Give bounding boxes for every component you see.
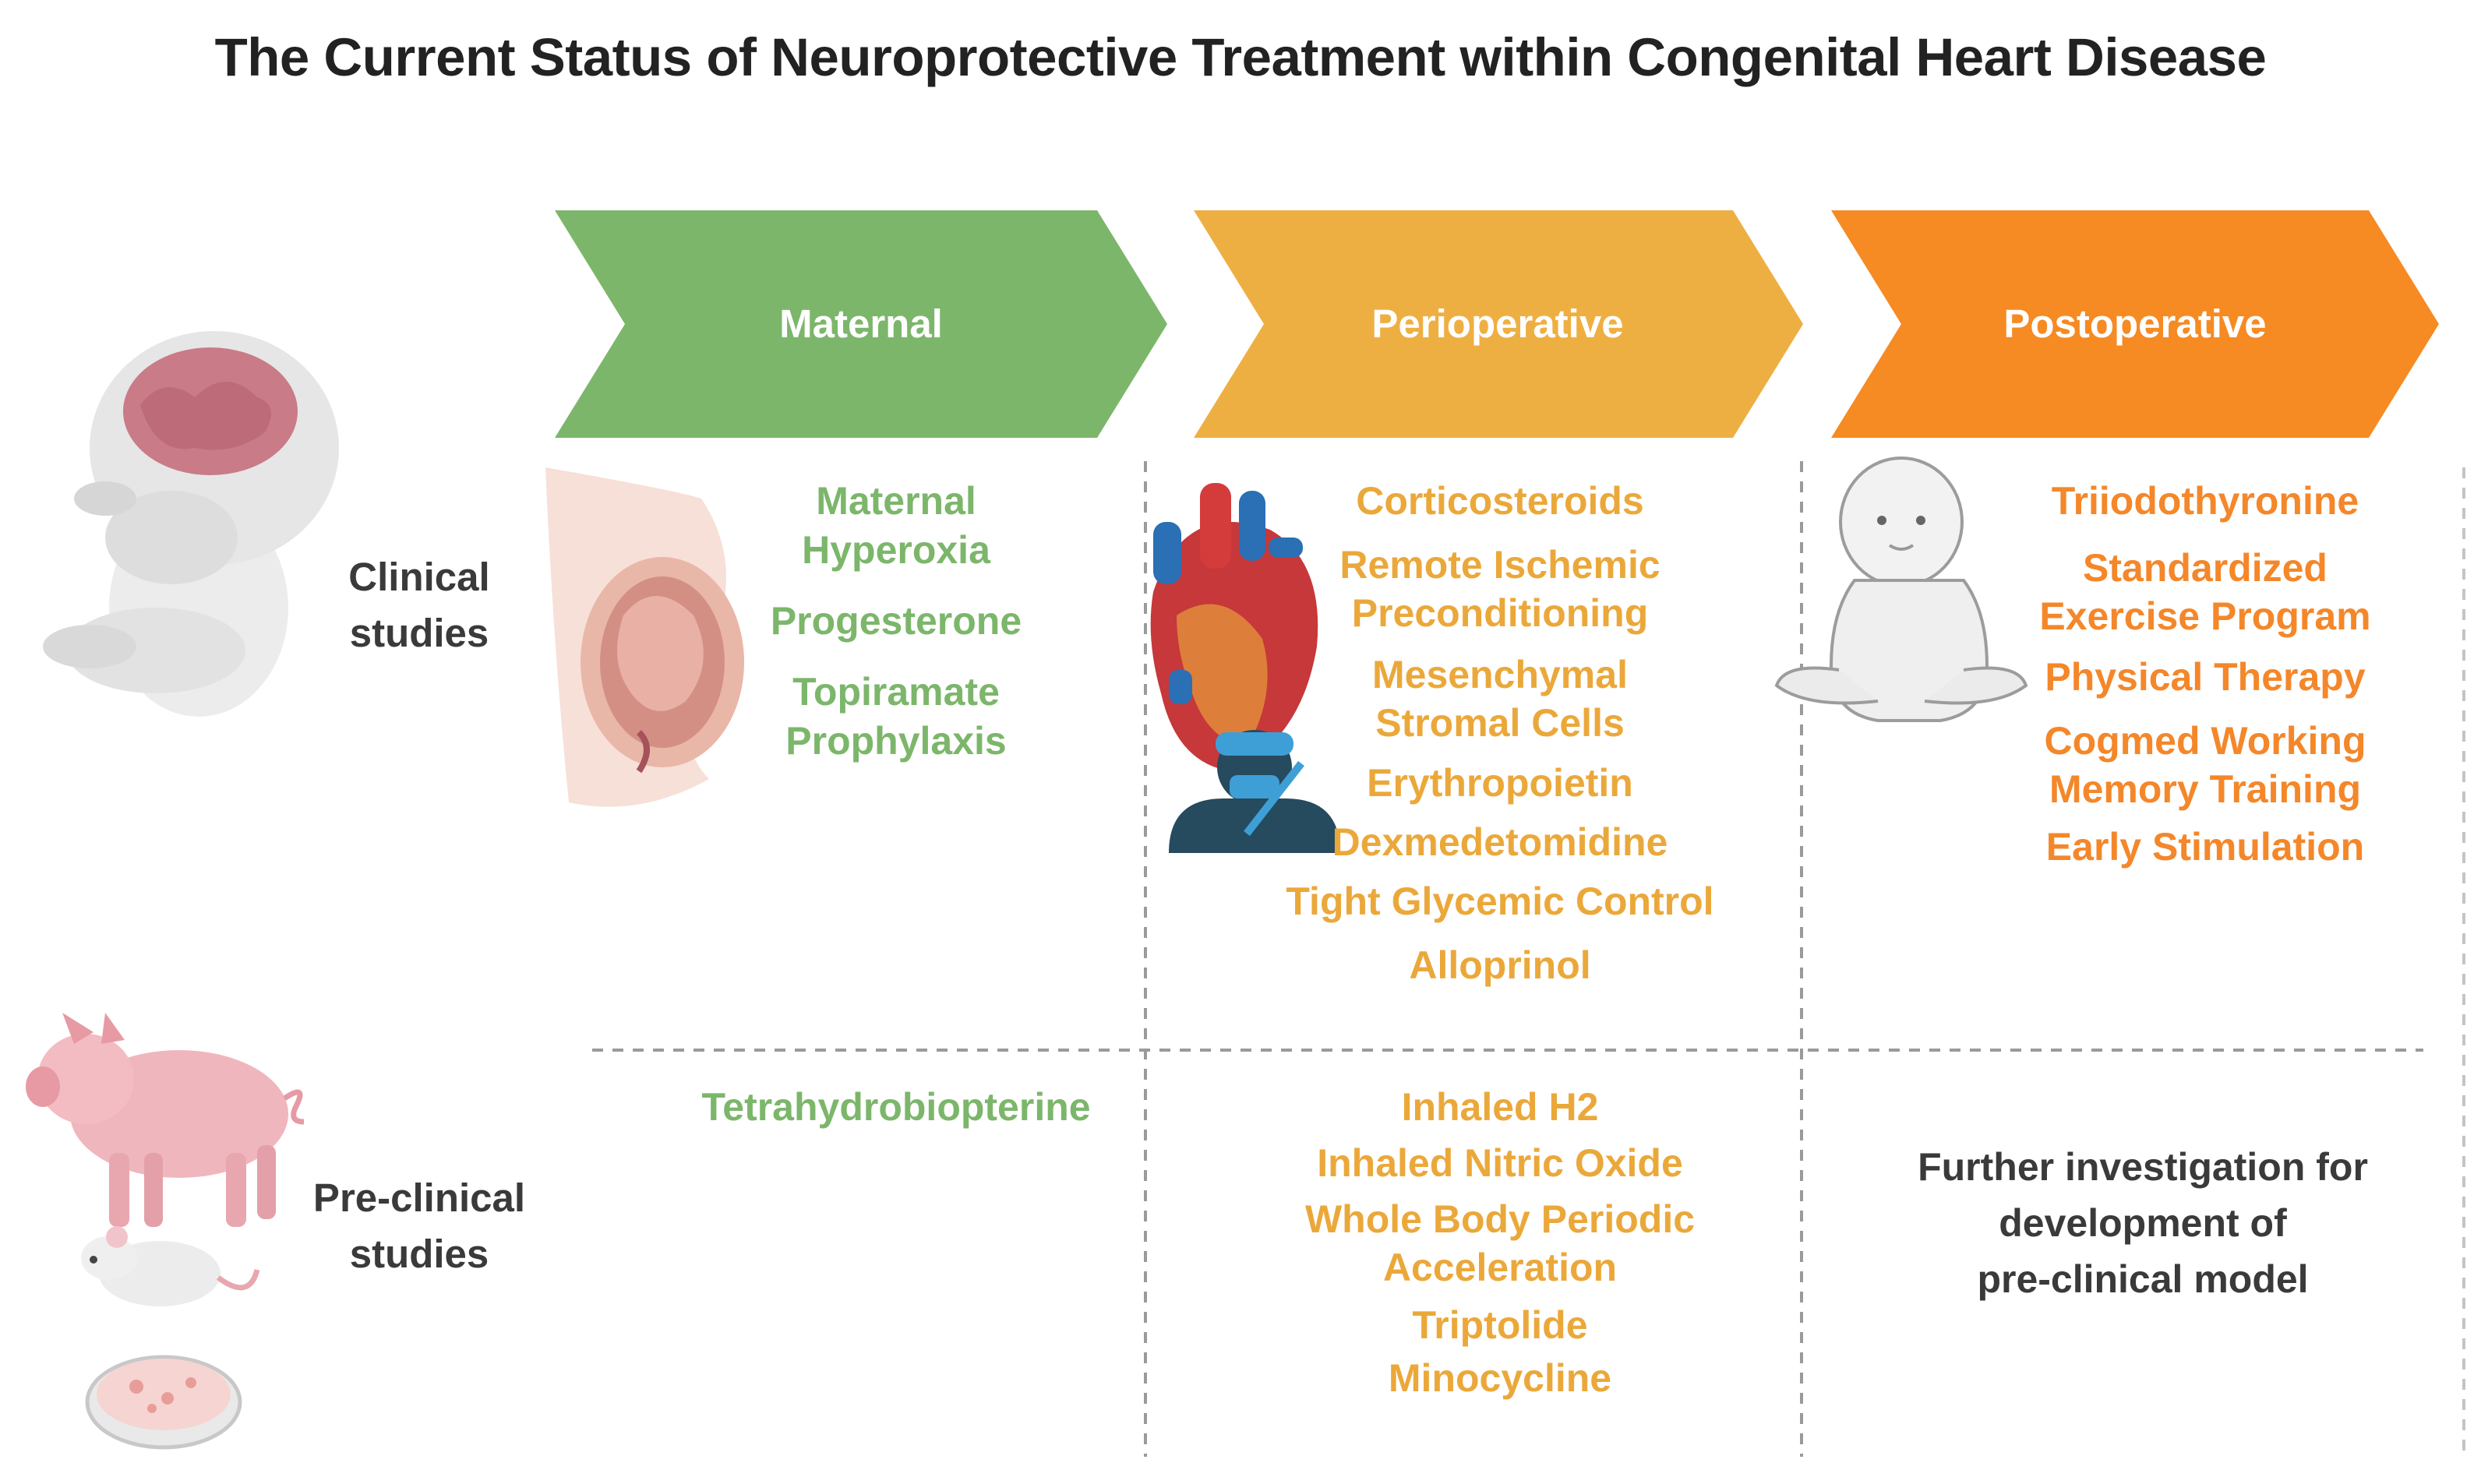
list-item: Triptolide [1412, 1303, 1588, 1347]
pig-icon [26, 1013, 305, 1227]
clinical-perioperative-list: Corticosteroids Remote Ischemic Precondi… [1251, 477, 1749, 989]
list-item: Corticosteroids [1356, 479, 1644, 523]
list-item: Remote Ischemic Preconditioning [1339, 543, 1660, 635]
preclinical-perioperative-list: Inhaled H2 Inhaled Nitric Oxide Whole Bo… [1251, 1083, 1749, 1402]
clinical-postoperative-list: Triiodothyronine Standardized Exercise P… [1995, 477, 2416, 871]
row-label-preclinical-line1: Pre-clinical [312, 1176, 526, 1220]
stage-label-perioperative: Perioperative [1371, 301, 1624, 346]
list-item: Erythropoietin [1367, 761, 1633, 805]
row-label-preclinical-line2: studies [349, 1232, 489, 1276]
row-label-preclinical: Pre-clinical studies [295, 1170, 544, 1282]
list-item: Whole Body Periodic Acceleration [1304, 1197, 1696, 1289]
list-item: Tetrahydrobiopterine [701, 1085, 1091, 1129]
list-item: Alloprinol [1409, 943, 1591, 987]
row-label-clinical-line1: Clinical [348, 555, 490, 599]
list-item: Maternal Hyperoxia [802, 479, 990, 572]
list-item: Inhaled H2 [1401, 1085, 1599, 1129]
mouse-icon [81, 1226, 260, 1306]
petri-dish-icon [85, 1355, 242, 1450]
preclinical-postoperative-note: Further investigation for development of… [1862, 1139, 2423, 1307]
list-item: Dexmedetomidine [1332, 820, 1668, 864]
stage-label-maternal: Maternal [779, 301, 943, 346]
note-line: development of [1999, 1201, 2287, 1245]
row-label-clinical-line2: studies [349, 611, 489, 655]
list-item: Physical Therapy [2045, 655, 2366, 699]
stage-label-postoperative: Postoperative [2003, 301, 2267, 346]
note-line: pre-clinical model [1977, 1257, 2309, 1301]
list-item: Tight Glycemic Control [1286, 879, 1714, 923]
preclinical-maternal-list: Tetrahydrobiopterine [655, 1083, 1138, 1132]
row-label-clinical: Clinical studies [295, 549, 544, 661]
baby-icon [1774, 456, 2028, 722]
list-item: Minocycline [1388, 1356, 1612, 1400]
list-item: Progesterone [770, 599, 1022, 643]
note-line: Further investigation for [1918, 1145, 2368, 1189]
list-item: Standardized Exercise Program [2039, 546, 2371, 638]
page-title: The Current Status of Neuroprotective Tr… [214, 27, 2267, 87]
list-item: Topiramate Prophylaxis [785, 670, 1007, 763]
list-item: Mesenchymal Stromal Cells [1372, 653, 1628, 745]
list-item: Inhaled Nitric Oxide [1317, 1141, 1683, 1185]
clinical-maternal-list: Maternal Hyperoxia Progesterone Topirama… [701, 477, 1091, 766]
list-item: Cogmed Working Memory Training [2044, 719, 2366, 811]
list-item: Triiodothyronine [2051, 479, 2359, 523]
list-item: Early Stimulation [2045, 825, 2365, 869]
